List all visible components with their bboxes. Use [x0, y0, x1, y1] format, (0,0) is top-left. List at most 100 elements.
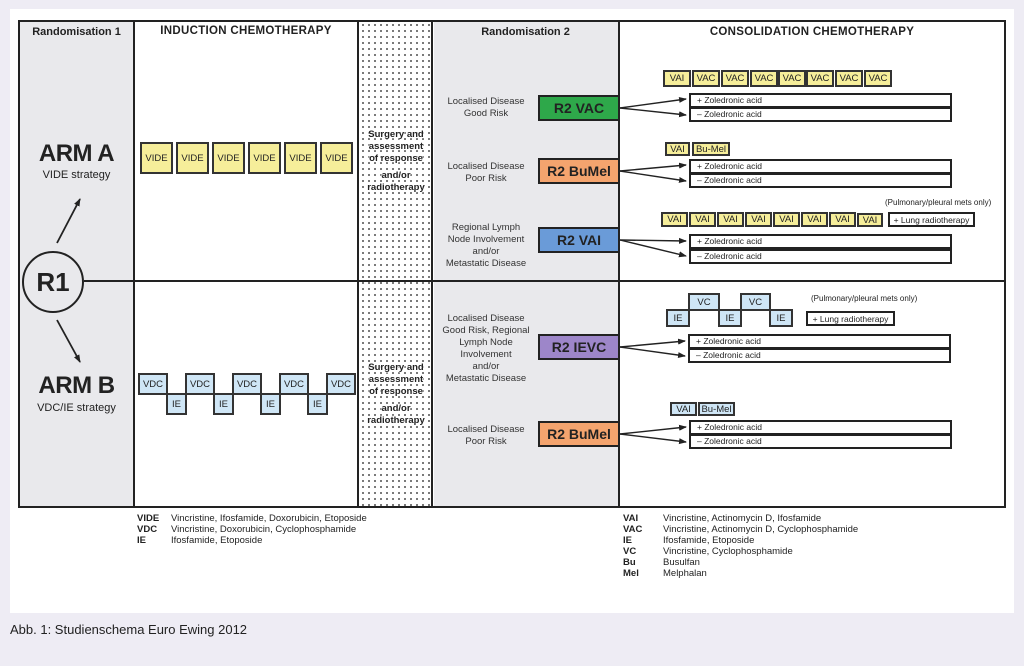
disease-text: Regional Lymph [451, 222, 521, 233]
disease-text: Node Involvement [447, 234, 525, 245]
cycle-box-ie: IE [166, 393, 187, 415]
cycle-box-vdc: VDC [185, 373, 215, 395]
legend-row: VC Vincristine, Cyclophosphamide [623, 546, 858, 557]
legend-abbr: Bu [623, 557, 636, 568]
disease-text: and/or [472, 246, 500, 257]
cycle-box-vdc: VDC [138, 373, 168, 395]
divider [431, 20, 433, 508]
r2-bumel-box: R2 BuMel [538, 421, 620, 447]
cycle-box-vide: VIDE [320, 142, 353, 174]
disease-text: Localised Disease [447, 161, 525, 172]
surgery-note-arm-a: Surgery and assessment of response and/o… [360, 129, 432, 194]
study-schema-frame [18, 20, 1006, 508]
disease-text: Localised Disease [447, 96, 525, 107]
zoledronic-option-plus: + Zoledronic acid [689, 93, 952, 108]
cycle-box-vai: VAI [670, 402, 697, 416]
surgery-text: and/or [381, 403, 411, 414]
cycle-box-bumel: Bu-Mel [698, 402, 735, 416]
r2-vai-box: R2 VAI [538, 227, 620, 253]
disease-text: Poor Risk [465, 173, 507, 184]
zoledronic-option-minus: – Zoledronic acid [689, 434, 952, 449]
disease-group-label: Localised Disease Good Risk [436, 96, 536, 120]
legend-abbr: VIDE [137, 513, 160, 524]
cycle-box-vai: VAI [745, 212, 772, 227]
cycle-box-vide: VIDE [248, 142, 281, 174]
zoledronic-option-plus: + Zoledronic acid [689, 234, 952, 249]
legend-row: VIDE Vincristine, Ifosfamide, Doxorubicin… [137, 513, 367, 524]
legend-desc: Ifosfamide, Etoposide [663, 535, 755, 546]
legend-abbr: VDC [137, 524, 158, 535]
divider [133, 20, 135, 508]
cycle-box-vide: VIDE [284, 142, 317, 174]
surgery-text: assessment [368, 374, 424, 385]
cycle-box-vdc: VDC [326, 373, 356, 395]
surgery-note-arm-b: Surgery and assessment of response and/o… [360, 362, 432, 427]
cycle-box-vai: VAI [663, 70, 691, 87]
divider [618, 20, 620, 508]
disease-text: Good Risk [463, 108, 509, 119]
legend-desc: Busulfan [663, 557, 700, 568]
cycle-box-vai: VAI [661, 212, 688, 227]
legend-abbr: VC [623, 546, 637, 557]
legend-desc: Vincristine, Ifosfamide, Doxorubicin, Et… [171, 513, 367, 524]
zoledronic-option-minus: – Zoledronic acid [689, 249, 952, 264]
disease-group-label: Localised Disease Poor Risk [436, 424, 536, 448]
legend-abbr: Mel [623, 568, 639, 579]
cycle-box-vac: VAC [778, 70, 806, 87]
arm-b-title: ARM B [38, 372, 115, 399]
lung-radiotherapy-box: + Lung radiotherapy [888, 212, 975, 227]
arm-b-subtitle: VDC/IE strategy [37, 402, 116, 414]
cycle-box-ie: IE [769, 309, 793, 327]
surgery-text: of response [369, 153, 423, 164]
legend-row: IE Ifosfamide, Etoposide [623, 535, 858, 546]
legend-desc: Vincristine, Doxorubicin, Cyclophosphami… [171, 524, 357, 535]
surgery-text: assessment [368, 141, 424, 152]
legend-row: VDC Vincristine, Doxorubicin, Cyclophosph… [137, 524, 367, 535]
cycle-box-vide: VIDE [140, 142, 173, 174]
cycle-box-vdc: VDC [279, 373, 309, 395]
cycle-box-vac: VAC [806, 70, 834, 87]
disease-text: Localised Disease [447, 424, 525, 435]
cycle-box-vide: VIDE [176, 142, 209, 174]
legend-abbr: VAI [623, 513, 639, 524]
disease-text: Poor Risk [465, 436, 507, 447]
cycle-box-vai: VAI [773, 212, 800, 227]
cycle-box-ie: IE [213, 393, 234, 415]
cycle-box-vai: VAI [717, 212, 744, 227]
cycle-box-vai: VAI [801, 212, 828, 227]
header-randomisation1: Randomisation 1 [32, 26, 121, 38]
pulmonary-mets-note: (Pulmonary/pleural mets only) [811, 294, 918, 303]
cycle-box-vac: VAC [750, 70, 778, 87]
legend-desc: Melphalan [663, 568, 707, 579]
disease-text: Metastatic Disease [445, 258, 527, 269]
r2-bumel-box: R2 BuMel [538, 158, 620, 184]
pulmonary-mets-note: (Pulmonary/pleural mets only) [885, 198, 992, 207]
legend-abbr: VAC [623, 524, 643, 535]
cycle-box-bumel: Bu-Mel [692, 142, 730, 156]
surgery-text: radiotherapy [367, 182, 425, 193]
disease-text: Good Risk, Regional [442, 325, 530, 336]
zoledronic-option-minus: – Zoledronic acid [688, 348, 951, 363]
zoledronic-option-minus: – Zoledronic acid [689, 107, 952, 122]
legend-abbr: IE [623, 535, 632, 546]
header-induction: INDUCTION CHEMOTHERAPY [160, 25, 332, 37]
legend-desc: Vincristine, Cyclophosphamide [663, 546, 793, 557]
arm-divider [84, 280, 1006, 282]
cycle-box-vc: VC [740, 293, 771, 311]
r2-vac-box: R2 VAC [538, 95, 620, 121]
disease-text: and/or [472, 361, 500, 372]
cycle-box-vac: VAC [864, 70, 892, 87]
lung-radiotherapy-box: + Lung radiotherapy [806, 311, 895, 326]
surgery-column [360, 22, 434, 506]
legend-row: Bu Busulfan [623, 557, 858, 568]
disease-text: Metastatic Disease [445, 373, 527, 384]
disease-text: Lymph Node [459, 337, 513, 348]
surgery-text: radiotherapy [367, 415, 425, 426]
disease-text: Involvement [460, 349, 512, 360]
cycle-box-ie: IE [718, 309, 742, 327]
r2-ievc-box: R2 IEVC [538, 334, 620, 360]
disease-group-label: Localised Disease Good Risk, Regional Ly… [436, 313, 536, 385]
